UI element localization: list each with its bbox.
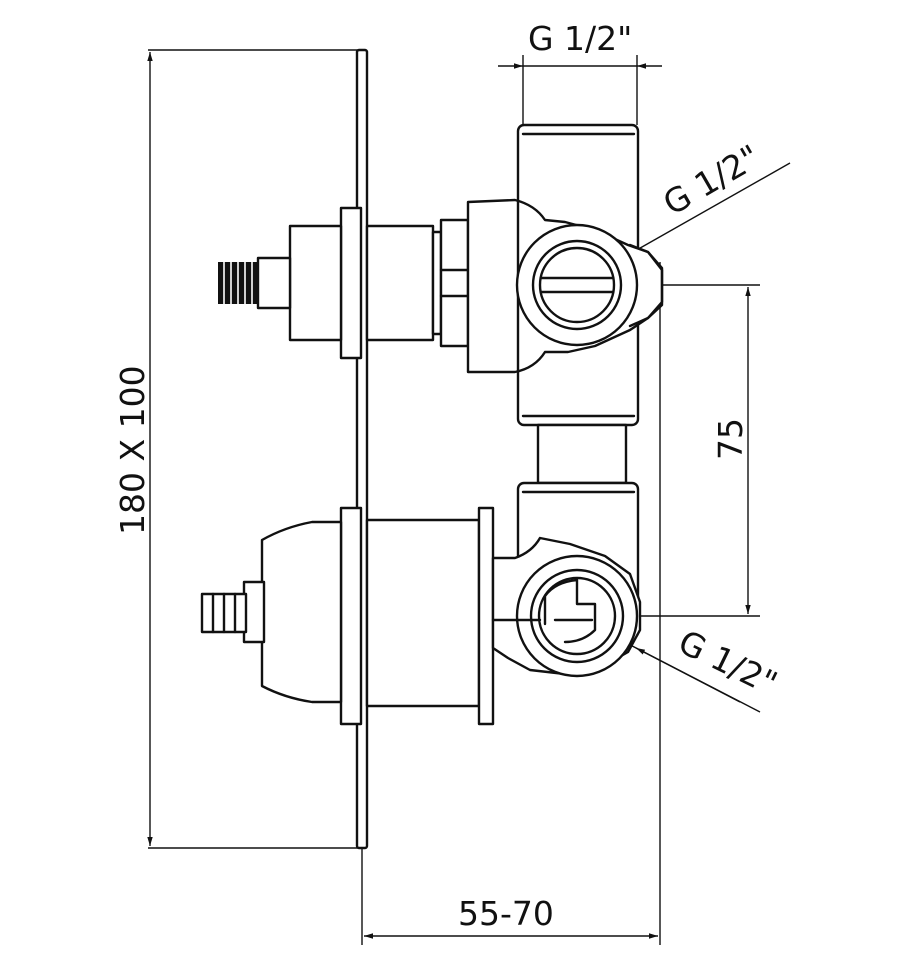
diag-upper-thread-label: G 1/2" <box>657 137 767 223</box>
plate-size-label: 180 X 100 <box>113 365 152 535</box>
depth-label: 55-70 <box>458 894 554 933</box>
center-distance-label: 75 <box>711 418 750 460</box>
lower-cartridge <box>200 506 495 726</box>
top-thread-label: G 1/2" <box>528 19 632 58</box>
dimension-plate-height <box>147 49 362 849</box>
upper-valve-body <box>466 123 664 427</box>
diag-lower-thread-label: G 1/2" <box>672 622 783 703</box>
dimension-top-thread <box>498 55 662 125</box>
body-connector <box>536 423 628 485</box>
upper-cartridge <box>218 206 470 360</box>
lower-valve-body <box>491 481 642 678</box>
upper-spindle-knurl <box>218 262 258 304</box>
wall-plate <box>355 48 369 850</box>
dimension-depth <box>361 262 661 945</box>
